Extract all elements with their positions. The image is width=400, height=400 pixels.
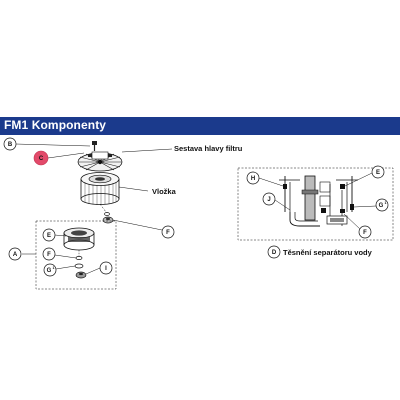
callout-f-lower-label: F <box>47 252 51 258</box>
callout-b-label: B <box>8 142 13 148</box>
callout-c-label: C <box>39 156 44 162</box>
callout-e-left-label: E <box>47 233 51 239</box>
callout-d-label: D <box>272 250 277 256</box>
callout-g1-right: G 1 <box>353 198 389 212</box>
separator-seals-box <box>237 167 394 241</box>
section-header: FM1 Komponenty <box>0 117 400 135</box>
callout-h-label: H <box>251 176 255 182</box>
callout-f-right-label: F <box>363 230 367 236</box>
drain-parts <box>74 250 87 279</box>
callout-i-label: I <box>105 266 107 272</box>
callout-f-upper-label: F <box>166 230 170 236</box>
callout-f-right: F <box>343 213 372 239</box>
callout-e-right-label: E <box>376 170 380 176</box>
upper-small-parts <box>102 212 114 224</box>
top-screw <box>92 141 97 151</box>
callout-i: I <box>85 261 113 275</box>
svg-text:1: 1 <box>385 201 387 205</box>
bowl-assembly-box <box>35 220 117 290</box>
callout-j-label: J <box>267 197 270 203</box>
callout-f-upper: F <box>112 219 175 239</box>
cartridge-label: Vložka <box>152 187 177 196</box>
svg-text:1: 1 <box>53 266 55 270</box>
section-title: FM1 Komponenty <box>4 118 107 132</box>
callout-d: D <box>267 245 281 259</box>
filter-head-label: Sestava hlavy filtru <box>174 144 243 153</box>
callout-b: B <box>3 137 91 151</box>
cartridge <box>80 172 120 205</box>
callout-c: C <box>33 150 49 166</box>
separator-detail <box>279 175 358 227</box>
callout-e-left: E <box>42 228 67 242</box>
filter-head <box>77 151 123 172</box>
callout-a-label: A <box>13 252 18 258</box>
callout-f-lower: F <box>42 247 77 261</box>
callout-g1-right-label: G <box>379 203 384 209</box>
callout-a: A <box>8 247 22 261</box>
callout-g1-left: G 1 <box>43 263 76 277</box>
callout-h: H <box>246 171 284 187</box>
water-bowl <box>63 227 95 251</box>
callout-g1-left-label: G <box>47 268 52 274</box>
separator-seals-label: Těsnění separátoru vody <box>283 248 373 257</box>
callout-e-right: E <box>344 165 385 187</box>
callout-j: J <box>262 192 291 211</box>
